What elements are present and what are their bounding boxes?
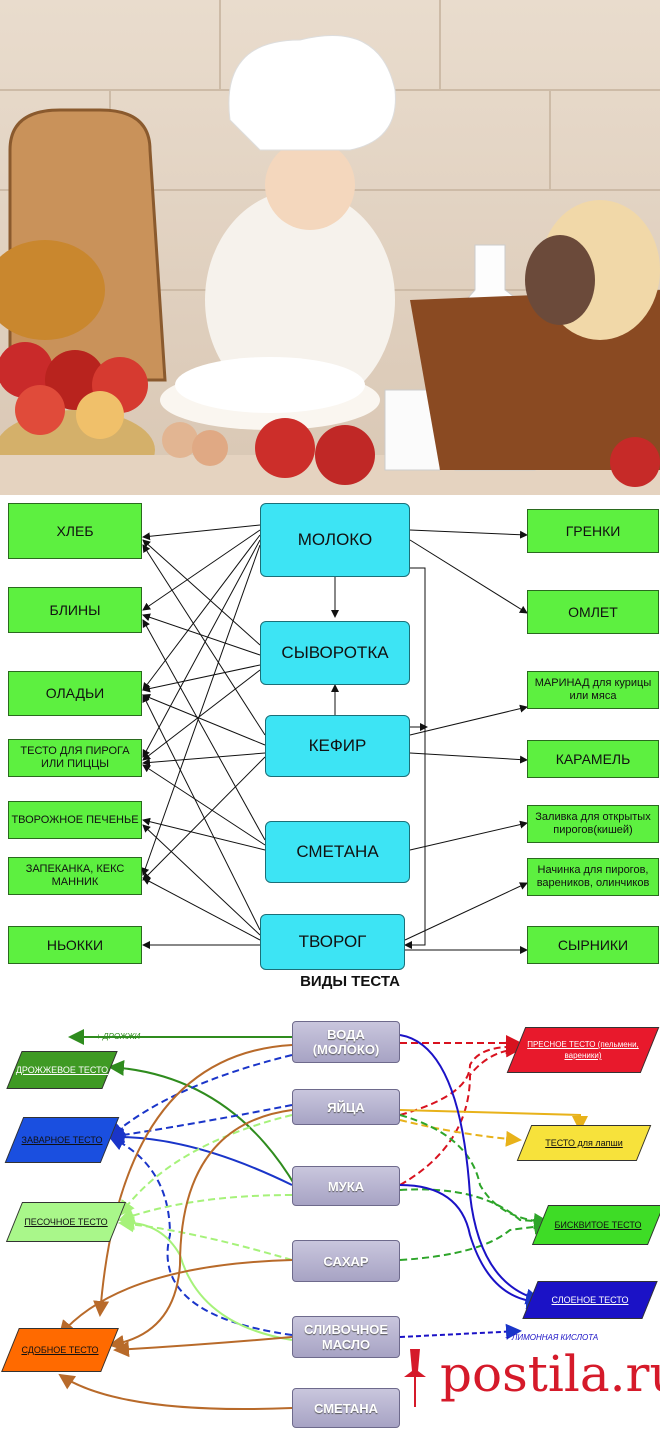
source-sour-cream: СМЕТАНА [265, 821, 410, 883]
product-curd-cookies: ТВОРОЖНОЕ ПЕЧЕНЬЕ [8, 801, 142, 839]
dough-choux: ЗАВАРНОЕ ТЕСТО [4, 1117, 120, 1163]
product-syrniki: СЫРНИКИ [527, 926, 659, 964]
yeast-note: + ДРОЖЖИ [96, 1032, 141, 1041]
product-pie-stuffing: Начинка для пирогов, вареников, олинчико… [527, 858, 659, 896]
product-pancakes: БЛИНЫ [8, 587, 142, 633]
product-caramel: КАРАМЕЛЬ [527, 740, 659, 778]
ingredient-sour-cream: СМЕТАНА [292, 1388, 400, 1428]
dough-sponge: БИСКВИТОЕ ТЕСТО [531, 1205, 660, 1245]
source-milk: МОЛОКО [260, 503, 410, 577]
dough-types-diagram: + ДРОЖЖИ + ЛИМОННАЯ КИСЛОТА ВОДА (МОЛОКО… [0, 1015, 660, 1436]
product-marinade: МАРИНАД для курицы или мяса [527, 671, 659, 709]
watermark-text: postila.ru [440, 1345, 660, 1403]
ingredient-eggs: ЯЙЦА [292, 1089, 400, 1125]
dairy-products-diagram: ХЛЕБ БЛИНЫ ОЛАДЬИ ТЕСТО ДЛЯ ПИРОГА ИЛИ П… [0, 495, 660, 1015]
product-quiche-filling: Заливка для открытых пирогов(кишей) [527, 805, 659, 843]
ingredient-butter: СЛИВОЧНОЕ МАСЛО [292, 1316, 400, 1358]
product-fritters: ОЛАДЬИ [8, 671, 142, 716]
lemon-note: + ЛИМОННАЯ КИСЛОТА [505, 1333, 599, 1342]
dough-unleavened: ПРЕСНОЕ ТЕСТО (пельмени, вареники) [506, 1027, 660, 1073]
dough-types-title: ВИДЫ ТЕСТА [300, 973, 400, 990]
dough-yeast: ДРОЖЖЕВОЕ ТЕСТО [6, 1051, 118, 1089]
product-pie-dough: ТЕСТО ДЛЯ ПИРОГА ИЛИ ПИЦЦЫ [8, 739, 142, 777]
source-cottage-cheese: ТВОРОГ [260, 914, 405, 970]
product-omelette: ОМЛЕТ [527, 590, 659, 634]
product-bread: ХЛЕБ [8, 503, 142, 559]
dough-puff: СЛОЕНОЕ ТЕСТО [522, 1281, 658, 1319]
diagram1-arrows [141, 524, 528, 954]
baker-photo [0, 0, 660, 495]
ingredient-sugar: САХАР [292, 1240, 400, 1282]
ingredient-water: ВОДА (МОЛОКО) [292, 1021, 400, 1063]
product-casserole: ЗАПЕКАНКА, КЕКС МАННИК [8, 857, 142, 895]
diagram2-arrows [58, 1029, 588, 1411]
ingredient-flour: МУКА [292, 1166, 400, 1206]
product-gnocchi: НЬОККИ [8, 926, 142, 964]
dough-shortcrust: ПЕСОЧНОЕ ТЕСТО [5, 1202, 127, 1242]
dough-rich: СДОБНОЕ ТЕСТО [1, 1328, 119, 1372]
source-whey: СЫВОРОТКА [260, 621, 410, 685]
product-croutons: ГРЕНКИ [527, 509, 659, 553]
source-kefir: КЕФИР [265, 715, 410, 777]
dough-noodle: ТЕСТО для лапши [516, 1125, 652, 1161]
watermark-pin-icon [400, 1349, 430, 1409]
